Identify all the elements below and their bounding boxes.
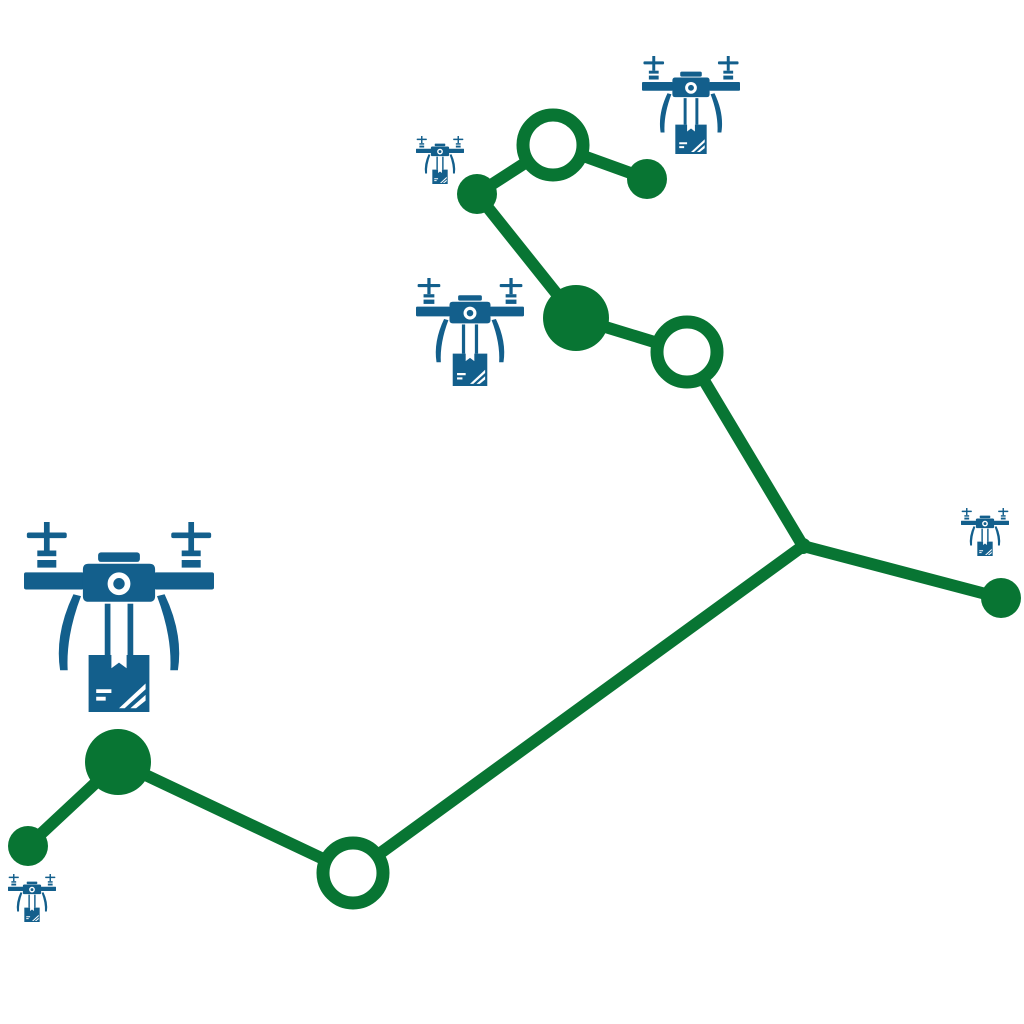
route-edges <box>22 139 1007 879</box>
route-node-large-filled-n2 <box>85 729 151 795</box>
route-node-small-filled-n1 <box>8 826 48 866</box>
route-edge-n2-n3 <box>112 756 359 879</box>
drone-icons <box>8 56 1009 922</box>
route-nodes <box>8 108 1021 910</box>
route-node-junction-n4 <box>795 538 811 554</box>
route-node-small-filled-n8 <box>457 174 497 214</box>
delivery-drone-icon <box>961 508 1009 556</box>
delivery-drone-icon <box>642 56 740 154</box>
route-node-ring-n3 <box>316 836 390 910</box>
delivery-drone-icon <box>416 136 464 184</box>
route-edge-n3-n4 <box>347 540 809 879</box>
route-node-ring-n6 <box>650 315 724 389</box>
route-node-ring-n9 <box>516 108 590 182</box>
route-node-small-filled-n5 <box>981 578 1021 618</box>
route-node-large-filled-n7 <box>543 285 609 351</box>
delivery-drone-icon <box>8 874 56 922</box>
route-edge-n4-n5 <box>797 540 1007 604</box>
route-edge-n4-n6 <box>681 346 809 552</box>
delivery-drone-icon <box>416 278 524 386</box>
delivery-drone-icon <box>24 522 214 712</box>
route-node-small-filled-n10 <box>627 159 667 199</box>
